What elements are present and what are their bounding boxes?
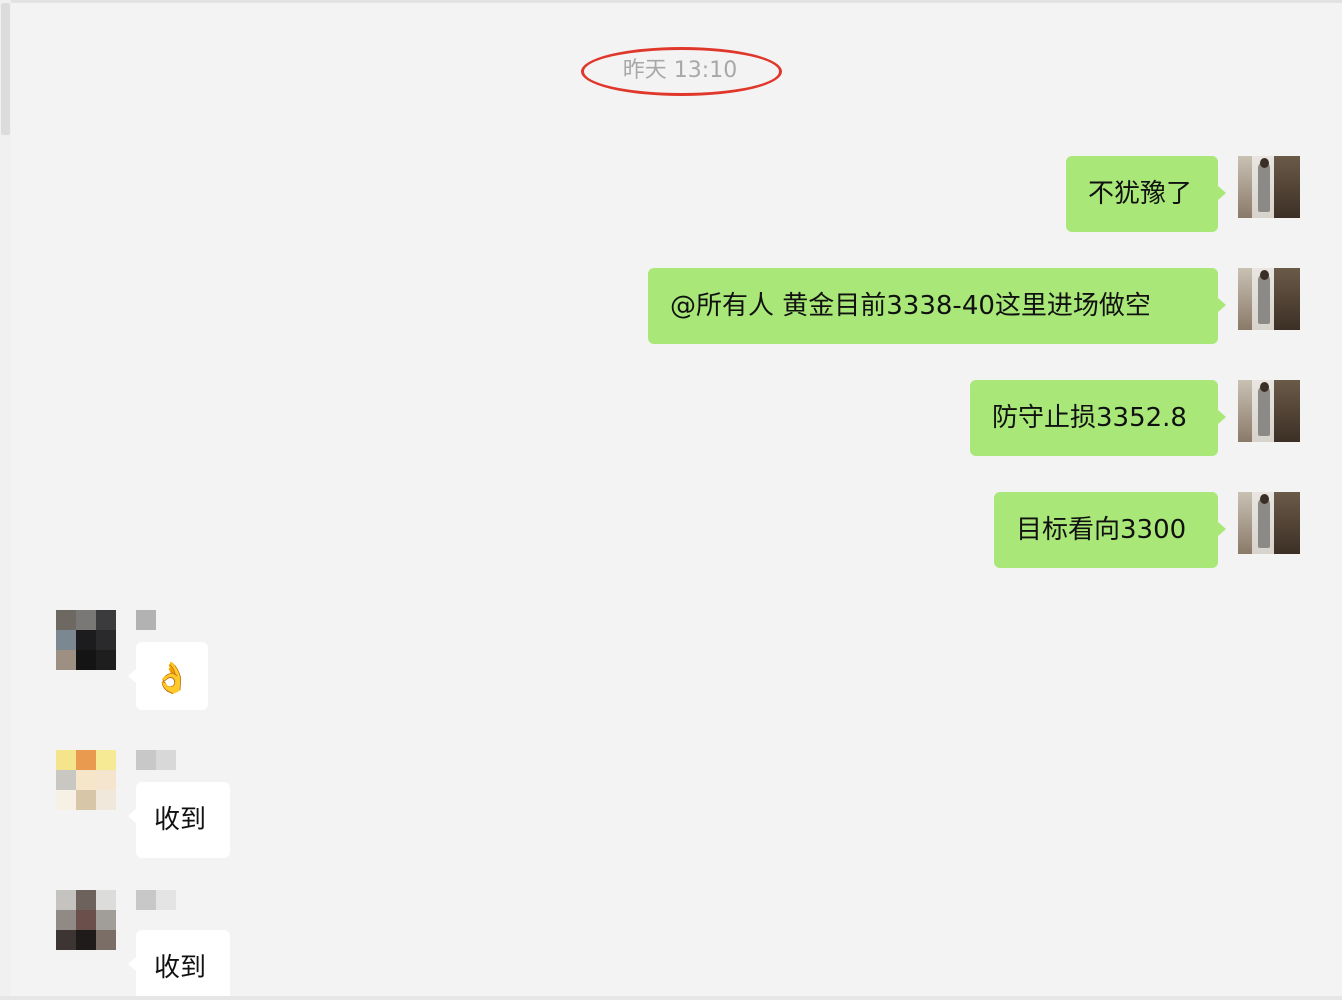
top-divider — [0, 0, 1342, 3]
ok-hand-emoji: 👌 — [153, 661, 191, 696]
outgoing-message-bubble[interactable]: @所有人 黄金目前3338-40这里进场做空 — [648, 268, 1226, 344]
scrollbar-thumb[interactable] — [1, 3, 10, 135]
sender-avatar-pixelated[interactable] — [56, 750, 116, 810]
incoming-message-bubble[interactable]: 收到 — [128, 782, 230, 858]
my-avatar[interactable] — [1238, 492, 1300, 554]
my-avatar[interactable] — [1238, 380, 1300, 442]
outgoing-message-bubble[interactable]: 不犹豫了 — [1066, 156, 1226, 232]
bottom-divider — [0, 996, 1342, 1000]
sender-avatar-pixelated[interactable] — [56, 890, 116, 950]
incoming-message-bubble[interactable]: 👌 — [128, 642, 208, 710]
my-avatar[interactable] — [1238, 268, 1300, 330]
sender-name-blurred — [136, 890, 176, 910]
sender-avatar-pixelated[interactable] — [56, 610, 116, 670]
my-avatar[interactable] — [1238, 156, 1300, 218]
incoming-message-bubble[interactable]: 收到 — [128, 930, 230, 1000]
scrollbar[interactable] — [0, 0, 11, 1000]
timestamp-highlight-circle — [581, 47, 782, 96]
outgoing-message-bubble[interactable]: 防守止损3352.8 — [970, 380, 1226, 456]
sender-name-blurred — [136, 750, 176, 770]
outgoing-message-bubble[interactable]: 目标看向3300 — [994, 492, 1226, 568]
sender-name-blurred — [136, 610, 156, 630]
